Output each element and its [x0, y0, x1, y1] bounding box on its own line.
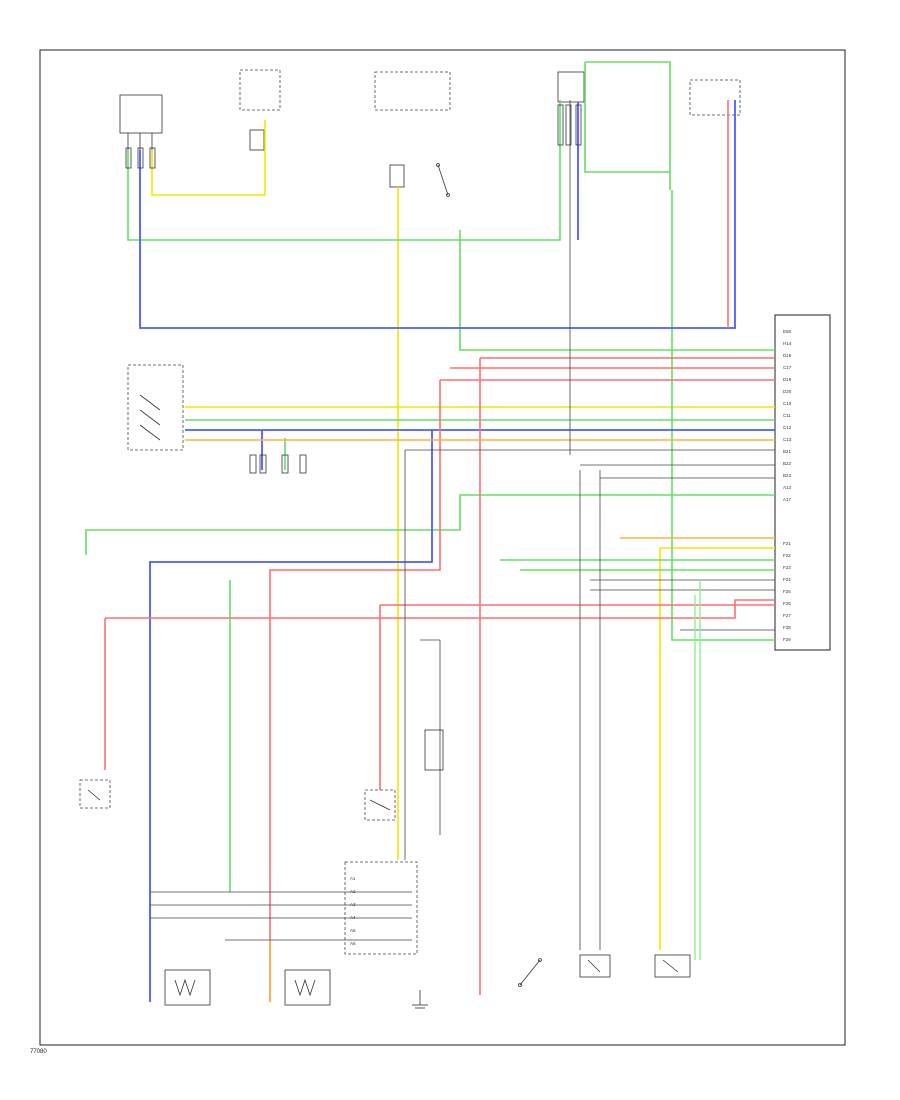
ac-switch	[127, 364, 184, 451]
svg-text:F21: F21	[783, 541, 791, 546]
svg-text:E55: E55	[783, 329, 792, 334]
svg-text:C13: C13	[783, 437, 792, 442]
svg-text:A1: A1	[350, 876, 356, 881]
svg-text:B21: B21	[783, 449, 792, 454]
svg-text:A13: A13	[783, 485, 792, 490]
svg-text:C10: C10	[783, 401, 792, 406]
svg-text:A4: A4	[350, 915, 356, 920]
fuse-relay-center	[239, 69, 741, 116]
wires-lightgreen	[694, 580, 701, 960]
ground-symbol	[412, 990, 428, 1009]
connector-pins	[125, 104, 582, 474]
svg-text:B23: B23	[783, 473, 792, 478]
wires-dark	[150, 100, 775, 950]
svg-text:F28: F28	[783, 625, 791, 630]
svg-text:D19: D19	[783, 377, 792, 382]
svg-text:C12: C12	[783, 425, 792, 430]
svg-text:A17: A17	[783, 497, 792, 502]
relay-lower-right-2	[579, 954, 611, 978]
relay-lower-right-3	[654, 954, 691, 978]
svg-text:F25: F25	[783, 589, 791, 594]
relay-symbols	[249, 129, 461, 320]
wires-orange	[185, 439, 775, 1002]
svg-text:H14: H14	[783, 341, 792, 346]
wires-green	[85, 61, 775, 892]
underhood-fuse-box	[119, 94, 163, 150]
svg-text:F29: F29	[783, 637, 791, 642]
svg-text:A2: A2	[350, 889, 356, 894]
svg-text:F22: F22	[783, 553, 791, 558]
svg-text:F24: F24	[783, 577, 791, 582]
svg-text:A6: A6	[350, 941, 356, 946]
switch-lower-center	[364, 729, 444, 821]
footer-code: 77080	[30, 1049, 47, 1055]
solenoid-b	[284, 969, 331, 1006]
switch-lower-right-1	[518, 958, 542, 987]
wires-red	[104, 100, 775, 1002]
svg-text:A3: A3	[350, 902, 356, 907]
diagram-frame	[39, 49, 846, 1046]
svg-text:F27: F27	[783, 613, 791, 618]
wires-blue	[139, 100, 775, 1002]
svg-text:F26: F26	[783, 601, 791, 606]
solenoid-a	[164, 969, 211, 1006]
svg-text:B22: B22	[783, 461, 792, 466]
svg-text:C17: C17	[783, 365, 792, 370]
wires-yellow	[151, 120, 775, 950]
svg-text:C11: C11	[783, 413, 791, 418]
svg-text:F23: F23	[783, 565, 791, 570]
sensor-left	[79, 779, 111, 809]
svg-text:D16: D16	[783, 353, 792, 358]
svg-text:D20: D20	[783, 389, 792, 394]
svg-text:A5: A5	[350, 928, 356, 933]
